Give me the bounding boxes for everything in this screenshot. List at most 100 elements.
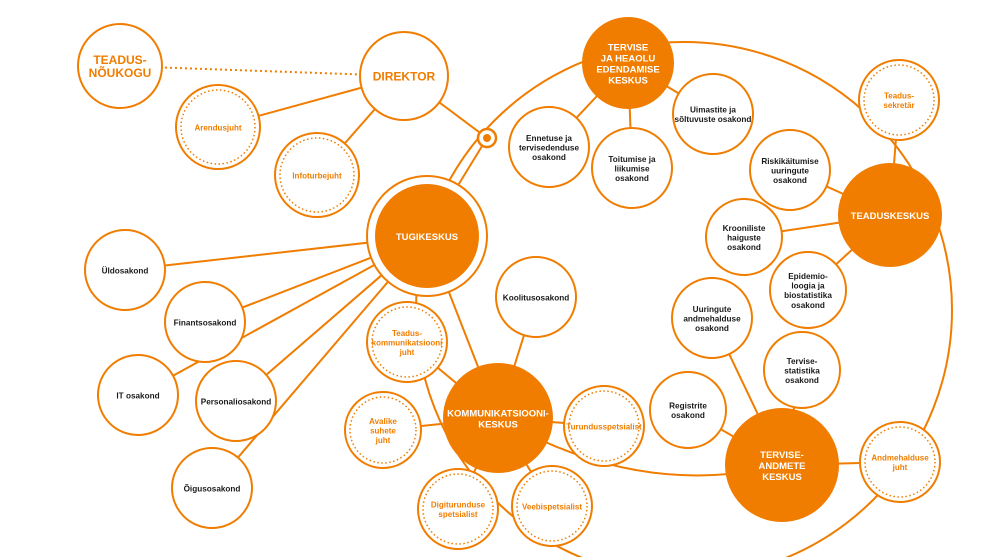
node-label-line: KESKUS xyxy=(608,75,648,86)
node-circle xyxy=(672,73,754,155)
node-label-line: liikumise xyxy=(614,164,649,173)
node-label-line: loogia ja xyxy=(791,282,825,291)
node-infoturbejuht[interactable]: Infoturbejuht xyxy=(274,132,360,218)
node-circle xyxy=(274,132,360,218)
node-dotted-ring xyxy=(422,473,494,545)
node-veebispetsialist[interactable]: Veebispetsialist xyxy=(511,465,593,547)
node-label-line: suhete xyxy=(370,426,396,435)
node-dotted-ring xyxy=(180,89,256,165)
node-label-line: kommunikatsiooni xyxy=(372,338,443,347)
node-label-line: TEADUSKESKUS xyxy=(851,211,930,222)
node-circle xyxy=(769,251,847,329)
node-label-line: ANDMETE xyxy=(759,461,806,472)
node-koolitusosakond[interactable]: Koolitusosakond xyxy=(495,256,577,338)
node-label-line: Finantsosakond xyxy=(174,318,237,327)
node-label-line: JA HEAOLU xyxy=(601,53,656,64)
node-circle xyxy=(582,17,674,109)
node-circle xyxy=(97,354,179,436)
node-label-line: sõltuvuste osakond xyxy=(675,115,752,124)
node-teadussekretar[interactable]: Teadus-sekretär xyxy=(858,59,940,141)
node-label-line: haiguste xyxy=(727,233,761,242)
node-oigusosakond[interactable]: Õigusosakond xyxy=(171,447,253,529)
node-label-line: statistika xyxy=(784,366,820,375)
node-circle xyxy=(563,385,645,467)
node-label-line: KESKUS xyxy=(762,472,802,483)
node-circle xyxy=(164,281,246,363)
node-tugikeskus[interactable]: TUGIKESKUS xyxy=(366,175,488,297)
node-label-line: Andmehalduse xyxy=(871,454,929,463)
node-kommunikatsioonikeskus[interactable]: KOMMUNIKATSIOONI-KESKUS xyxy=(443,363,553,473)
node-teadusnoukogu[interactable]: TEADUS-NÕUKOGU xyxy=(77,23,163,109)
node-label-line: KESKUS xyxy=(478,419,518,430)
hub-dot xyxy=(483,134,491,142)
node-label-line: juht xyxy=(399,348,415,357)
node-label-line: osakond xyxy=(727,243,761,252)
node-finantsosakond[interactable]: Finantsosakond xyxy=(164,281,246,363)
node-arendusjuht[interactable]: Arendusjuht xyxy=(175,84,261,170)
node-label-line: juht xyxy=(892,463,908,472)
node-label-line: TUGIKESKUS xyxy=(396,232,458,243)
node-label-line: osakond xyxy=(773,176,807,185)
node-teaduskeskus[interactable]: TEADUSKESKUS xyxy=(838,163,942,267)
node-circle xyxy=(375,184,479,288)
node-circle xyxy=(508,106,590,188)
node-circle xyxy=(84,229,166,311)
node-label-line: TERVISE xyxy=(608,42,648,53)
node-direktor[interactable]: DIREKTOR xyxy=(359,31,449,121)
node-dotted-ring xyxy=(864,426,936,498)
node-label-line: Uimastite ja xyxy=(690,106,736,115)
node-label-line: biostatistika xyxy=(784,291,832,300)
node-label-line: Epidemio- xyxy=(788,272,828,281)
node-dotted-ring xyxy=(371,306,443,378)
node-it-osakond[interactable]: IT osakond xyxy=(97,354,179,436)
node-label-line: NÕUKOGU xyxy=(89,65,152,80)
node-circle xyxy=(763,331,841,409)
node-circle xyxy=(195,360,277,442)
node-circle xyxy=(443,363,553,473)
node-circle xyxy=(511,465,593,547)
node-label-line: osakond xyxy=(671,411,705,420)
node-label-line: osakond xyxy=(615,174,649,183)
node-circle xyxy=(591,127,673,209)
node-label-line: juht xyxy=(375,436,391,445)
node-label-line: IT osakond xyxy=(116,391,159,400)
node-dotted-ring xyxy=(279,137,355,213)
node-label-line: Riskikäitumise xyxy=(761,157,819,166)
node-dotted-ring xyxy=(863,64,935,136)
node-label-line: Toitumise ja xyxy=(608,155,656,164)
node-uldosakond[interactable]: Üldosakond xyxy=(84,229,166,311)
node-label-line: Digiturunduse xyxy=(431,501,486,510)
node-circle xyxy=(344,391,422,469)
node-circle xyxy=(749,129,831,211)
node-label-line: EDENDAMISE xyxy=(596,64,659,75)
node-circle xyxy=(705,198,783,276)
node-circle xyxy=(77,23,163,109)
node-label-line: Teadus- xyxy=(392,329,422,338)
node-circle xyxy=(366,301,448,383)
node-circle xyxy=(417,468,499,550)
node-personaliosakond[interactable]: Personaliosakond xyxy=(195,360,277,442)
node-dotted-ring xyxy=(568,390,640,462)
node-label-line: Krooniliste xyxy=(723,224,766,233)
node-label-line: Veebispetsialist xyxy=(522,502,582,511)
node-label-line: Koolitusosakond xyxy=(503,293,569,302)
node-turundusspetsialist[interactable]: Turundusspetsialist xyxy=(563,385,645,467)
node-circle xyxy=(725,408,839,522)
node-dotted-ring xyxy=(516,470,588,542)
